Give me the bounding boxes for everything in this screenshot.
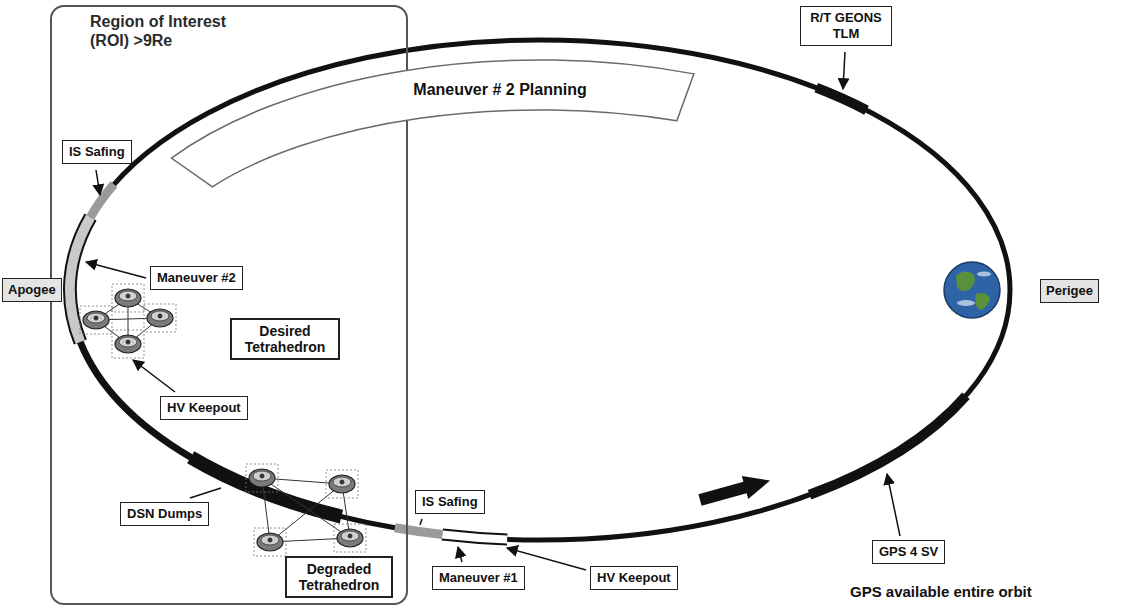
label-text: Maneuver # 2 Planning (413, 80, 586, 100)
event-label: DSN Dumps (120, 502, 209, 526)
event-label: Maneuver #1 (432, 566, 525, 590)
leader-line (843, 52, 845, 89)
leader-line (458, 547, 462, 562)
event-label: HV Keepout (160, 396, 248, 420)
label-text: HV Keepout (597, 570, 671, 586)
direction-arrow (698, 476, 770, 506)
label-text: IS Safing (422, 494, 478, 510)
leader-line (86, 262, 146, 278)
leader-line (190, 488, 221, 498)
note-text: GPS available entire orbit (850, 583, 1032, 601)
event-label: Maneuver #2 (150, 266, 243, 290)
leader-line (133, 360, 175, 392)
leader-lines (86, 52, 900, 570)
label-text: R/T GEONS TLM (807, 10, 885, 42)
safing-segment (395, 528, 443, 535)
event-label: IS Safing (415, 490, 485, 514)
label-text: GPS 4 SV (879, 544, 938, 560)
label-text: Region of Interest (ROI) >9Re (90, 12, 262, 50)
label-text: Apogee (8, 282, 56, 298)
earth-globe (944, 262, 1000, 318)
band-shape (171, 60, 694, 187)
degraded-tetrahedron (246, 464, 366, 556)
leader-line (96, 170, 100, 195)
label-text: DSN Dumps (127, 506, 202, 522)
keepout-segment (442, 535, 507, 540)
label-text: Perigee (1046, 283, 1093, 299)
event-label: HV Keepout (590, 566, 678, 590)
safing-segment (91, 184, 115, 217)
label-text: HV Keepout (167, 400, 241, 416)
event-label: R/T GEONS TLM (800, 6, 892, 46)
desired-tetrahedron (80, 284, 176, 358)
planning-band: Maneuver # 2 Planning (160, 50, 705, 195)
label-text: Maneuver #2 (157, 270, 236, 286)
leader-line (420, 519, 422, 525)
formation-label: Desired Tetrahedron (230, 318, 340, 360)
formation-label: Degraded Tetrahedron (285, 556, 393, 598)
orbit-path (70, 40, 1010, 540)
label-text: IS Safing (69, 144, 125, 160)
orbit-point-label: Apogee (2, 278, 62, 302)
orbit-point-label: Perigee (1040, 279, 1099, 303)
event-label: GPS 4 SV (872, 540, 945, 564)
label-text: Maneuver #1 (439, 570, 518, 586)
telemetry-segment (816, 88, 866, 111)
leader-line (887, 474, 900, 536)
label-text: Desired Tetrahedron (236, 323, 334, 355)
keepout-segment-outline (442, 535, 507, 540)
event-label: IS Safing (62, 140, 132, 164)
band-outline (160, 50, 705, 195)
label-text: Degraded Tetrahedron (291, 561, 387, 593)
